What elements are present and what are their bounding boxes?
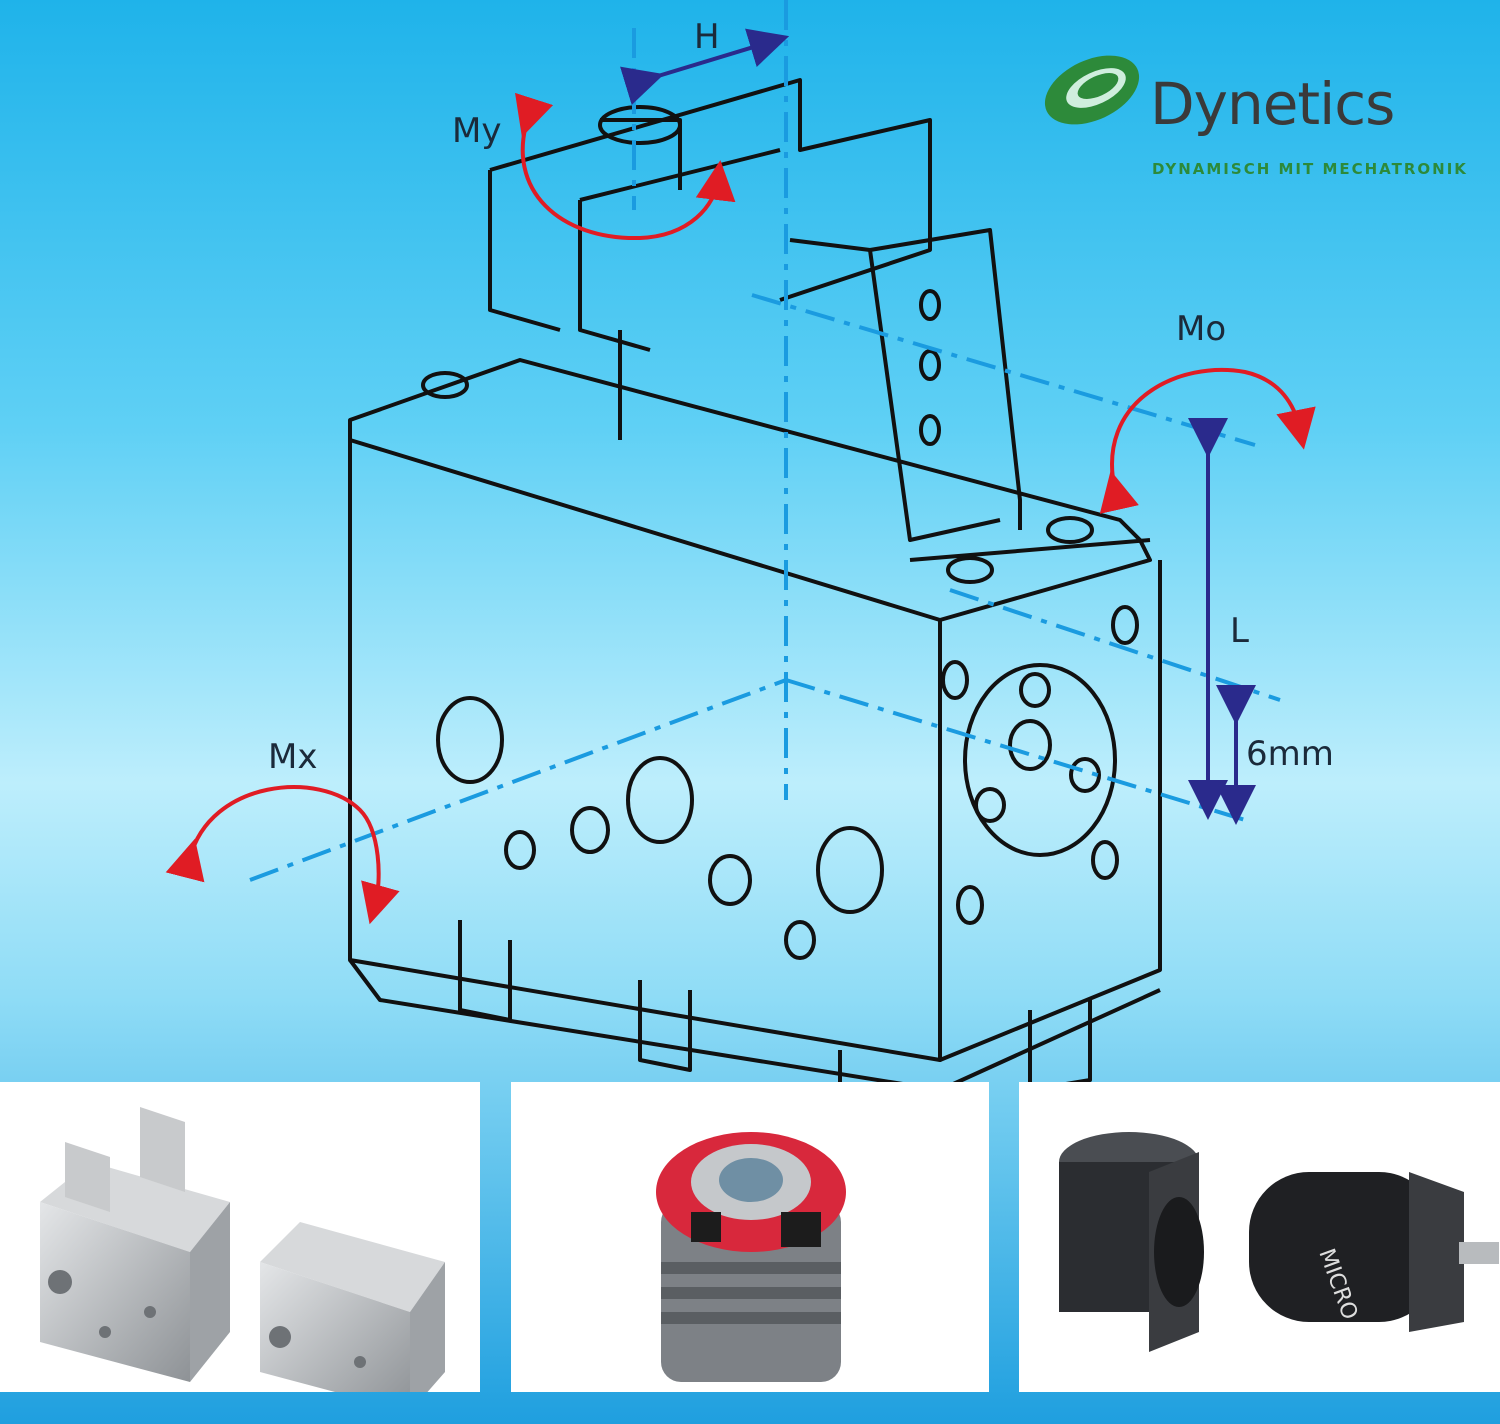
product-panel-grippers [0,1082,480,1392]
brand-name: Dynetics [1150,70,1395,138]
product-panel-motors: MICRO [1019,1082,1500,1392]
my-label: My [452,111,501,151]
dynetics-logo-icon [1044,55,1140,125]
mx-moment-arrow [165,785,400,925]
my-moment-arrow [515,92,736,241]
offset-label: 6mm [1246,734,1334,774]
rotary-module-product-image [656,1132,846,1382]
product-panel-rotary-module [511,1082,989,1392]
brand-tagline: DYNAMISCH MIT MECHATRONIK [1152,160,1468,178]
h-label: H [694,17,720,57]
mo-label: Mo [1176,309,1226,349]
l-label: L [1230,611,1249,651]
moment-arrows [165,92,1316,925]
mx-label: Mx [268,737,317,777]
gripper-outline [348,78,1162,1092]
mo-moment-arrow [1099,367,1316,514]
h-dimension-arrow [620,28,790,105]
gripper-product-image [40,1107,445,1392]
motor-product-image: MICRO [1059,1132,1499,1352]
